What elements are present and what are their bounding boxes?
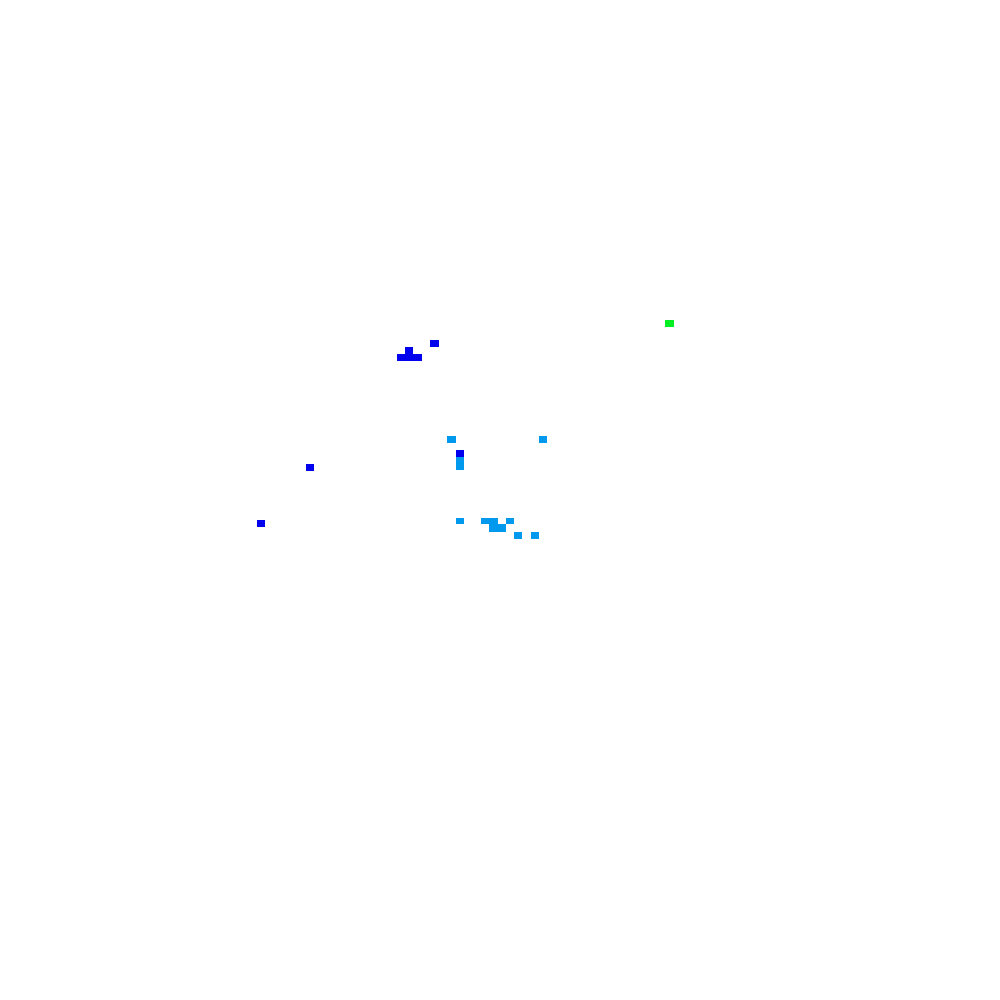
pixel-marker-light-blue [456,518,464,524]
pixel-marker-dark-blue [405,347,413,354]
pixel-marker-light-blue [489,524,498,532]
pixel-marker-light-blue [514,532,522,539]
pixel-marker-light-blue [539,436,547,443]
pixel-marker-light-blue [481,518,498,524]
pixel-marker-light-blue [506,518,514,524]
pixel-marker-dark-blue [257,520,265,527]
pixel-marker-light-blue [531,532,539,539]
pixel-marker-green [665,320,674,327]
pixel-marker-dark-blue [397,354,422,361]
pixel-marker-dark-blue [430,340,439,347]
pixel-marker-light-blue [447,436,456,443]
pixel-marker-light-blue [456,457,464,470]
pixel-marker-dark-blue [456,450,464,457]
pixel-marker-dark-blue [306,464,314,471]
